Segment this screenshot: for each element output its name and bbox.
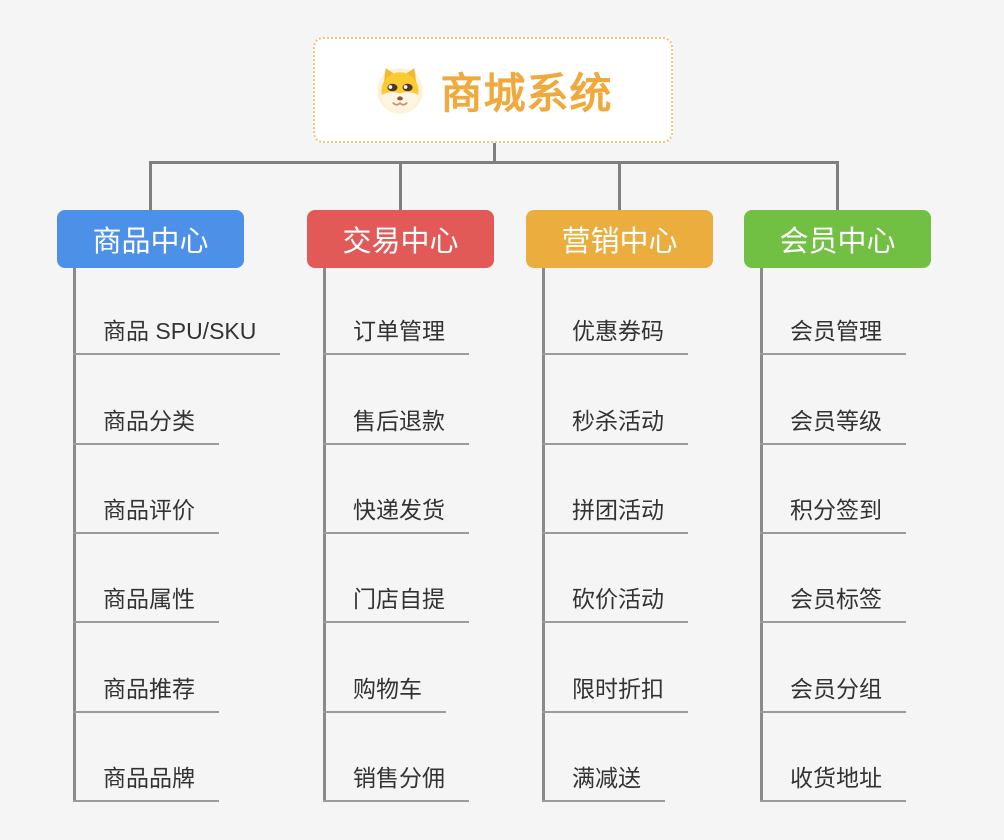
leaf-item[interactable]: 优惠券码 <box>542 315 688 355</box>
branch-product-center: 商品中心 商品 SPU/SKU 商品分类 商品评价 商品属性 商品推荐 商品品牌 <box>57 210 319 820</box>
root-topic-label: 商城系统 <box>440 69 613 117</box>
leaf-item[interactable]: 会员等级 <box>760 405 906 445</box>
leaf-item[interactable]: 商品推荐 <box>73 673 219 713</box>
leaf-item[interactable]: 满减送 <box>542 762 665 802</box>
leaf-item[interactable]: 商品分类 <box>73 405 219 445</box>
root-topic[interactable]: 商城系统 <box>313 37 673 143</box>
branch-marketing-center: 营销中心 优惠券码 秒杀活动 拼团活动 砍价活动 限时折扣 满减送 <box>526 210 788 820</box>
leaf-item[interactable]: 会员分组 <box>760 673 906 713</box>
dog-face-icon <box>373 63 427 117</box>
leaf-item[interactable]: 秒杀活动 <box>542 405 688 445</box>
leaf-item[interactable]: 会员管理 <box>760 315 906 355</box>
leaf-item[interactable]: 积分签到 <box>760 494 906 534</box>
leaf-item[interactable]: 售后退款 <box>323 405 469 445</box>
leaf-item[interactable]: 门店自提 <box>323 583 469 623</box>
connector-bus-line <box>149 161 839 164</box>
leaf-item[interactable]: 订单管理 <box>323 315 469 355</box>
leaf-item[interactable]: 收货地址 <box>760 762 906 802</box>
leaf-item[interactable]: 商品 SPU/SKU <box>73 315 281 355</box>
branch-trade-center: 交易中心 订单管理 售后退款 快递发货 门店自提 购物车 销售分佣 <box>307 210 569 820</box>
branch-node-member-center[interactable]: 会员中心 <box>744 210 931 268</box>
leaf-item[interactable]: 限时折扣 <box>542 673 688 713</box>
connector-root-drop-line <box>493 143 496 163</box>
branch-node-marketing-center[interactable]: 营销中心 <box>526 210 713 268</box>
leaf-item[interactable]: 拼团活动 <box>542 494 688 534</box>
branch-node-trade-center[interactable]: 交易中心 <box>307 210 494 268</box>
leaf-item[interactable]: 商品评价 <box>73 494 219 534</box>
connector-drop-line <box>618 161 621 210</box>
leaf-item[interactable]: 商品属性 <box>73 583 219 623</box>
branch-member-center: 会员中心 会员管理 会员等级 积分签到 会员标签 会员分组 收货地址 <box>744 210 1004 820</box>
leaf-item[interactable]: 砍价活动 <box>542 583 688 623</box>
connector-drop-line <box>149 161 152 210</box>
leaf-item[interactable]: 购物车 <box>323 673 446 713</box>
branch-spine-line <box>323 268 326 802</box>
leaf-item[interactable]: 商品品牌 <box>73 762 219 802</box>
leaf-item[interactable]: 快递发货 <box>323 494 469 534</box>
branch-spine-line <box>73 268 76 802</box>
branch-spine-line <box>542 268 545 802</box>
connector-drop-line <box>836 161 839 210</box>
leaf-item[interactable]: 销售分佣 <box>323 762 469 802</box>
leaf-item[interactable]: 会员标签 <box>760 583 906 623</box>
branch-spine-line <box>760 268 763 802</box>
branch-node-product-center[interactable]: 商品中心 <box>57 210 244 268</box>
connector-drop-line <box>399 161 402 210</box>
